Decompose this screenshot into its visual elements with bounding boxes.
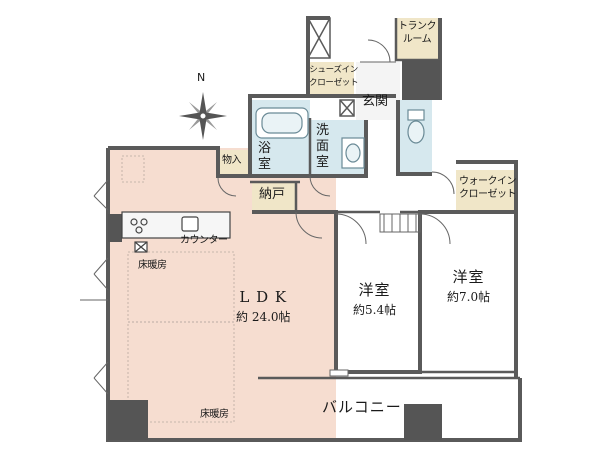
washroom-line2: 面 (316, 139, 330, 154)
kitchen (121, 211, 231, 253)
ldk-name: L D K (239, 288, 288, 306)
compass-north-label: N (197, 71, 206, 84)
sliding-door (329, 369, 349, 377)
floor-heating-top-label: 床暖房 (138, 260, 167, 271)
floor-heating-bottom-label: 床暖房 (200, 409, 229, 420)
western2-area: 約7.0帖 (447, 290, 491, 304)
washbasin (341, 137, 365, 169)
washroom-label: 洗 面 室 (316, 124, 329, 169)
walk-in-closet-label: ウォークイン クローゼット (459, 176, 517, 200)
shoes-closet-line2: クローゼット (309, 77, 359, 88)
nando-label: 納戸 (259, 187, 286, 202)
balcony-label: バルコニー (322, 398, 402, 416)
storage-fill (218, 150, 250, 176)
western1-area: 約5.4帖 (353, 303, 397, 317)
washroom-line1: 洗 (316, 123, 330, 138)
pipe-shaft (307, 17, 355, 117)
doors (80, 39, 455, 395)
bathroom-line1: 浴 (258, 141, 272, 156)
entrance-floor (356, 62, 400, 120)
closet-doors (379, 213, 421, 233)
wic-line1: ウォークイン (459, 176, 517, 187)
western2-label: 洋室 約7.0帖 (447, 268, 491, 304)
western2-name: 洋室 (452, 268, 485, 286)
ldk-label: L D K 約 24.0帖 (236, 288, 291, 324)
inner-walls (250, 18, 520, 380)
pillars (108, 60, 442, 440)
bathroom-line2: 室 (258, 157, 272, 172)
wic-line2: クローゼット (459, 189, 517, 200)
western1-label: 洋室 約5.4帖 (353, 281, 397, 317)
bathroom-label: 浴 室 (258, 142, 271, 171)
entrance-label: 玄関 (362, 94, 389, 109)
shoes-fill (308, 62, 354, 96)
storage-label: 物入 (222, 155, 242, 166)
trunk-room-line2: ルーム (402, 34, 432, 45)
floor-fills (110, 18, 516, 438)
ldk-area: 約 24.0帖 (236, 310, 291, 324)
bathtub (255, 107, 309, 139)
shoes-closet-label: シューズイン クローゼット (309, 65, 359, 88)
toilet (407, 109, 425, 144)
wic-fill (456, 170, 516, 212)
shoes-closet-line1: シューズイン (309, 65, 358, 75)
floor-heating-zones (121, 155, 235, 423)
trunk-room-label: トランク ルーム (398, 21, 437, 45)
counter-label: カウンター (180, 235, 228, 246)
trunk-fill (396, 18, 440, 60)
compass-rose (179, 92, 227, 140)
nando-fill (252, 182, 296, 210)
trunk-room-line1: トランク (398, 21, 437, 32)
western1-name: 洋室 (358, 281, 391, 299)
washroom-line3: 室 (316, 155, 330, 170)
